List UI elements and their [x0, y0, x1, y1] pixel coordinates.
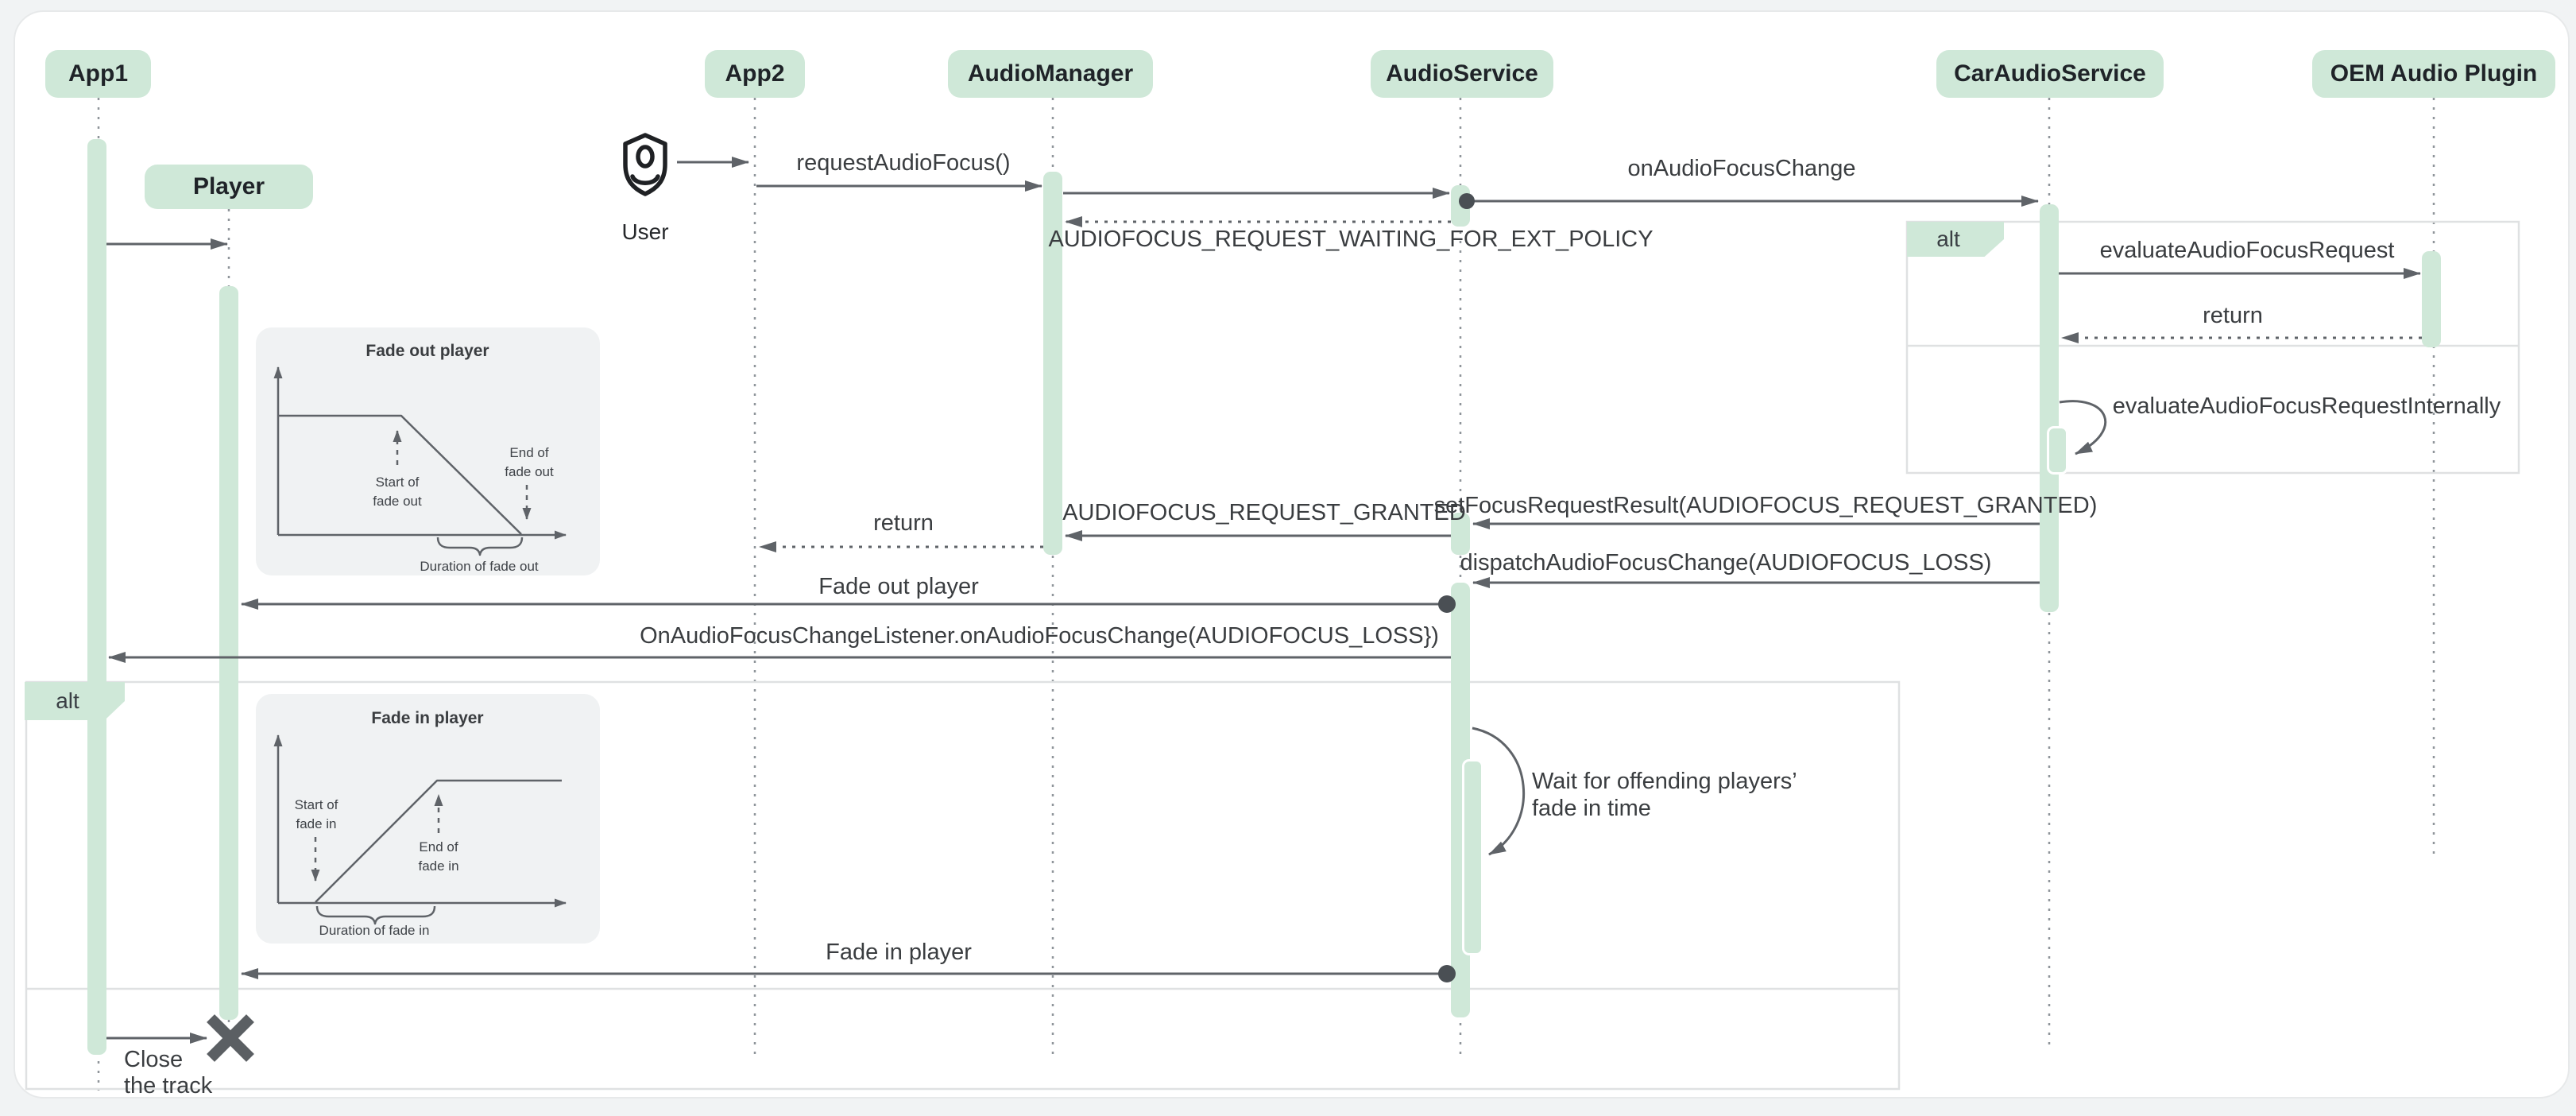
participant-car-audio-service-label: CarAudioService: [1954, 60, 2146, 87]
msg-return-oem: return: [2203, 303, 2263, 328]
participant-audio-service-label: AudioService: [1386, 60, 1538, 87]
msg-close-track-line2: the track: [124, 1073, 213, 1099]
participant-app1-label: App1: [68, 60, 128, 87]
participant-app2-label: App2: [725, 60, 785, 87]
msg-granted: AUDIOFOCUS_REQUEST_GRANTED: [1062, 500, 1466, 525]
msg-wait-line1: Wait for offending players’: [1532, 769, 1797, 794]
msg-request-audio-focus: requestAudioFocus(): [796, 150, 1011, 176]
msg-evaluate-internally: evaluateAudioFocusRequestInternally: [2112, 393, 2501, 419]
fade-in-start-line1: Start of: [294, 797, 338, 812]
fade-out-end-line1: End of: [509, 445, 549, 460]
participant-app1: App1: [45, 50, 151, 98]
participant-app2: App2: [705, 50, 805, 98]
msg-close-track-line1: Close: [124, 1047, 184, 1072]
participant-audio-manager-label: AudioManager: [967, 60, 1134, 87]
participant-oem-audio-plugin: OEM Audio Plugin: [2312, 50, 2555, 98]
fade-in-start-line2: fade in: [296, 816, 337, 831]
msg-fade-out-player: Fade out player: [818, 574, 979, 599]
activation-app1: [87, 139, 106, 1055]
actor-user-label: User: [621, 219, 669, 244]
fade-out-start-line2: fade out: [373, 494, 422, 509]
participant-oem-audio-plugin-label: OEM Audio Plugin: [2330, 60, 2538, 87]
participant-audio-manager: AudioManager: [948, 50, 1153, 98]
msg-on-audio-focus-change: onAudioFocusChange: [1627, 156, 1856, 181]
alt-left-label: alt: [56, 688, 79, 713]
msg-focus-change-listener: OnAudioFocusChangeListener.onAudioFocusC…: [640, 623, 1439, 649]
msg-evaluate: evaluateAudioFocusRequest: [2099, 238, 2395, 263]
msg-wait: Wait for offending players’ fade in time: [1532, 768, 1797, 822]
activation-audio-service-wait: [1462, 759, 1483, 955]
participant-audio-service: AudioService: [1371, 50, 1553, 98]
msg-wait-line2: fade in time: [1532, 796, 1651, 821]
fade-in-end-label: End of fade in: [418, 838, 458, 876]
fade-out-start-line1: Start of: [375, 475, 420, 490]
fade-out-duration-label: Duration of fade out: [420, 559, 539, 574]
activation-oem-audio-plugin: [2422, 251, 2441, 347]
msg-return-app2: return: [873, 510, 934, 536]
fade-in-start-label: Start of fade in: [295, 796, 338, 834]
alt-left-label-tag: alt: [25, 682, 125, 720]
fade-in-title: Fade in player: [371, 709, 484, 727]
msg-set-focus-request-result: setFocusRequestResult(AUDIOFOCUS_REQUEST…: [1433, 493, 2098, 518]
fade-out-title: Fade out player: [366, 342, 489, 360]
fade-out-end-line2: fade out: [505, 464, 554, 479]
fade-in-end-line1: End of: [419, 839, 458, 854]
fade-out-start-label: Start of fade out: [373, 473, 421, 511]
activation-audio-service-1: [1451, 185, 1470, 227]
msg-close-track: Close the track: [124, 1047, 212, 1099]
participant-car-audio-service: CarAudioService: [1936, 50, 2164, 98]
activation-car-audio-service: [2040, 204, 2059, 612]
participant-player-label: Player: [192, 173, 265, 200]
msg-dispatch: dispatchAudioFocusChange(AUDIOFOCUS_LOSS…: [1460, 550, 1992, 575]
fade-in-duration-label: Duration of fade in: [319, 923, 430, 938]
fade-out-end-label: End of fade out: [505, 444, 553, 482]
msg-waiting: AUDIOFOCUS_REQUEST_WAITING_FOR_EXT_POLIC…: [1048, 227, 1654, 252]
fade-in-end-line2: fade in: [418, 858, 459, 874]
participant-player: Player: [145, 165, 313, 209]
msg-fade-in-player: Fade in player: [826, 940, 972, 965]
activation-car-audio-service-internal: [2047, 426, 2068, 475]
activation-player: [219, 286, 238, 1020]
alt-right-label: alt: [1936, 227, 1960, 251]
alt-right-label-tag: alt: [1907, 222, 2004, 257]
